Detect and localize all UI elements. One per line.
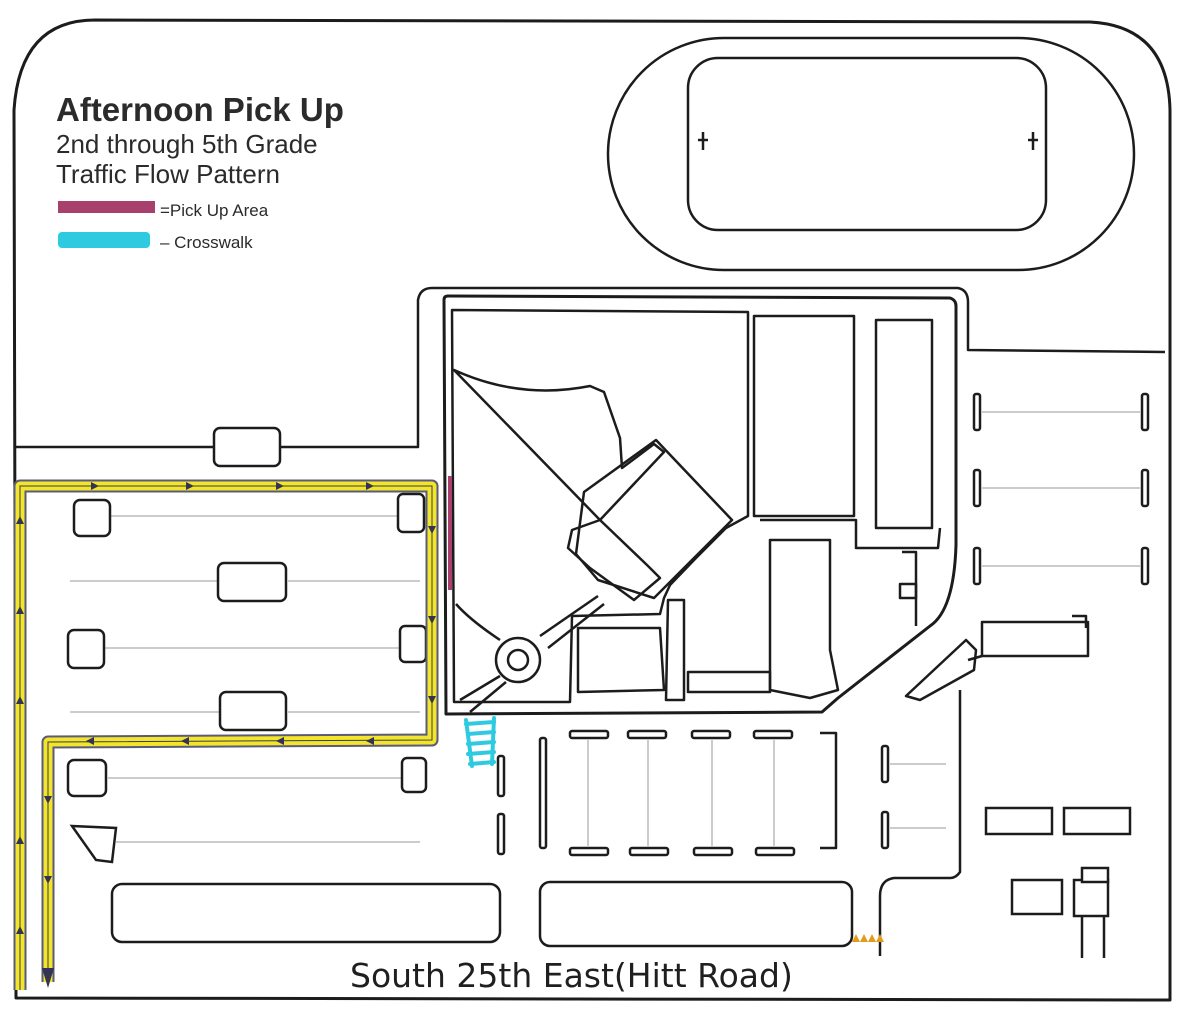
- traffic-cone: [868, 934, 876, 942]
- flow-arrow: [16, 926, 24, 934]
- flow-arrow: [44, 876, 52, 884]
- flow-arrow: [186, 482, 194, 490]
- flow-arrow: [366, 737, 374, 745]
- road-label: South 25th East(Hitt Road): [350, 956, 793, 995]
- flow-arrow: [428, 616, 436, 624]
- traffic-flow-route: [13, 479, 439, 990]
- property-boundary: [12, 18, 1172, 1002]
- road-median-right: [538, 880, 854, 948]
- school-building: [442, 294, 958, 716]
- flow-arrow: [276, 482, 284, 490]
- flow-arrow: [44, 796, 52, 804]
- traffic-cone: [852, 934, 860, 942]
- map-subtitle-line1: 2nd through 5th Grade: [56, 129, 318, 159]
- flow-arrow: [86, 737, 94, 745]
- traffic-cones: [852, 934, 884, 942]
- flow-arrow: [16, 606, 24, 614]
- flow-arrow: [16, 836, 24, 844]
- legend-pickup-swatch: [58, 201, 155, 213]
- right-parking: [880, 392, 1150, 850]
- flow-arrow: [181, 737, 189, 745]
- left-lot-stall-lines: [70, 515, 420, 843]
- legend-crosswalk-label: – Crosswalk: [160, 233, 253, 252]
- lot-boundary: [14, 286, 1166, 449]
- map-subtitle-line2: Traffic Flow Pattern: [56, 159, 280, 189]
- road-median-left: [110, 882, 502, 944]
- running-track: [606, 36, 1136, 272]
- flow-arrow: [16, 516, 24, 524]
- right-structures: [878, 614, 1132, 958]
- crosswalk: [464, 716, 496, 768]
- flow-arrow: [276, 737, 284, 745]
- traffic-cone: [860, 934, 868, 942]
- center-parking: [496, 729, 838, 857]
- flow-arrow: [428, 696, 436, 704]
- flow-arrow: [366, 482, 374, 490]
- flow-arrow: [428, 526, 436, 534]
- small-building: [212, 426, 282, 468]
- left-lot-islands: [66, 492, 428, 864]
- legend-pickup-label: =Pick Up Area: [160, 201, 269, 220]
- flow-arrow: [16, 696, 24, 704]
- traffic-cone: [876, 934, 884, 942]
- legend-crosswalk-swatch: [58, 232, 150, 248]
- route-end-arrow: [42, 968, 54, 988]
- flow-arrow: [91, 482, 99, 490]
- map-title: Afternoon Pick Up: [56, 91, 344, 128]
